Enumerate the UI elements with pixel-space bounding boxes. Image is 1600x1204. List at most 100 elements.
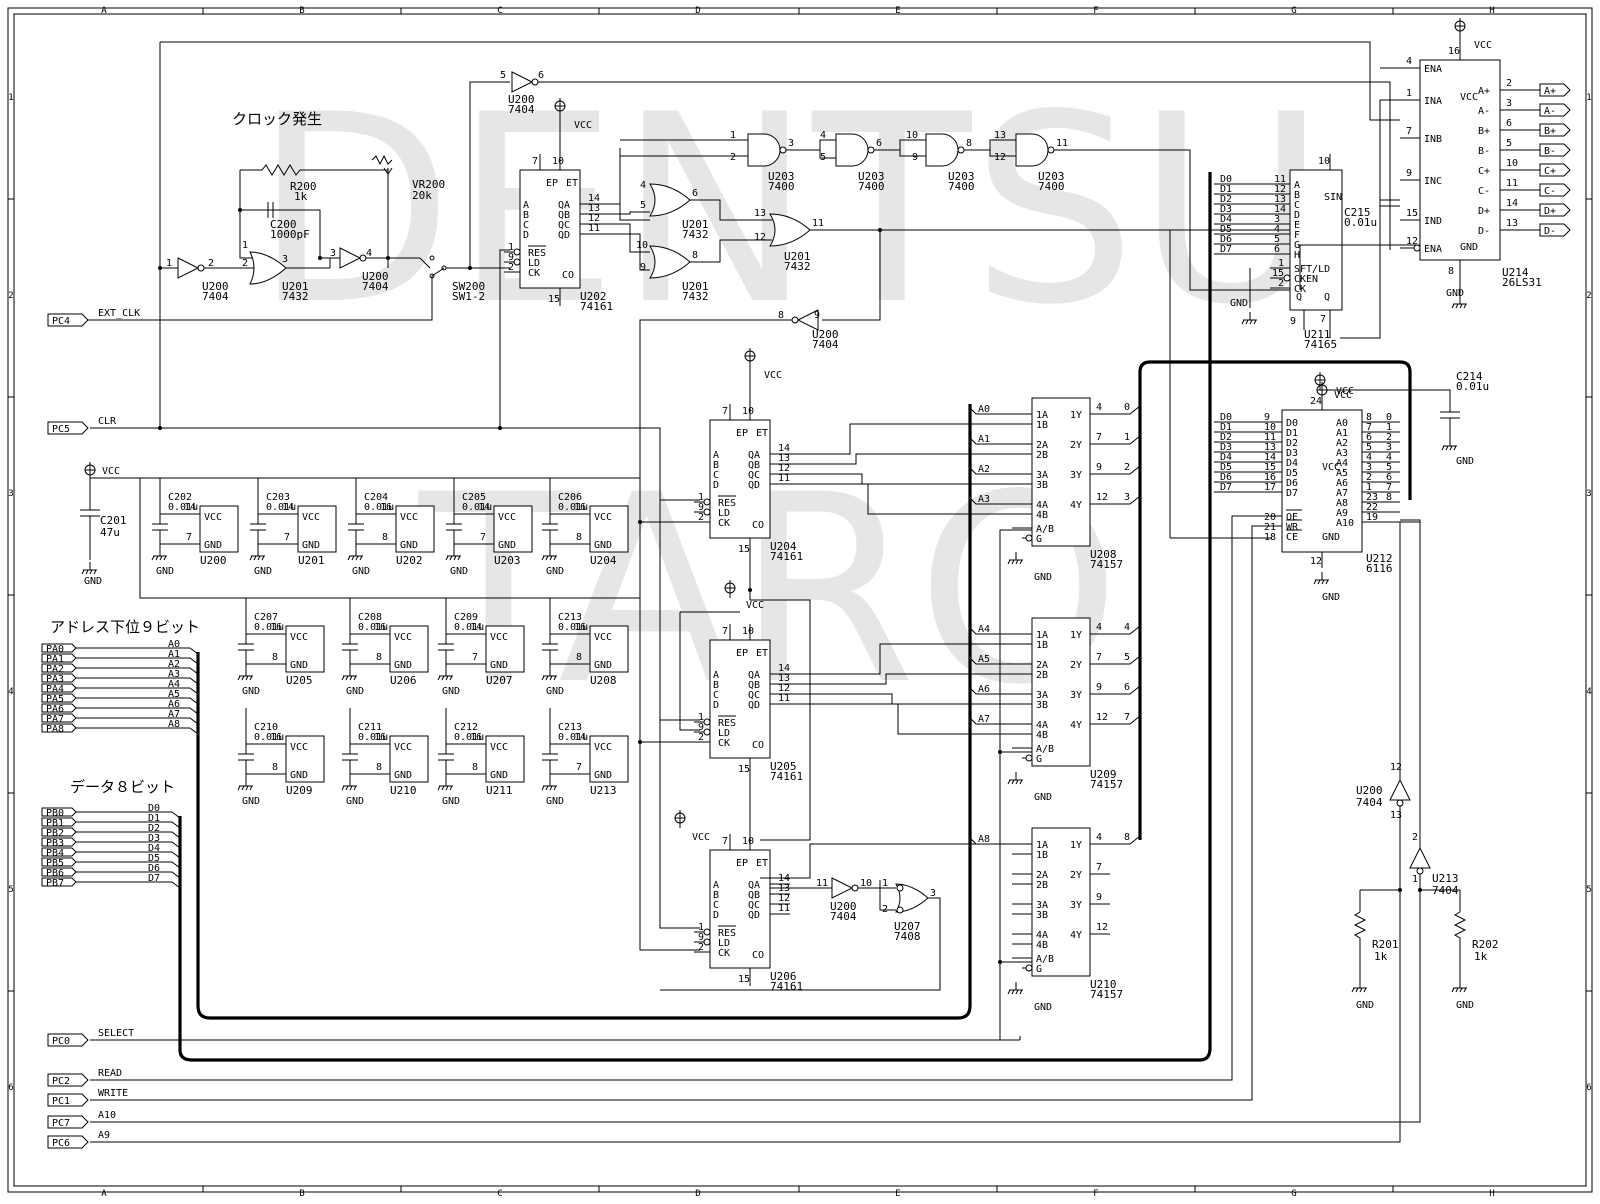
pin-label: ET [756,648,768,659]
pa-port-flag [41,683,77,693]
pin-label: B [713,460,719,471]
data-net-label: D1 [1220,422,1232,433]
cap-value: 0.01u [364,502,394,513]
pin-number: 11 [1274,174,1286,185]
data-net-label: D3 [1220,204,1232,215]
port-flag [47,1073,89,1087]
pin-number: 7 [1320,314,1326,325]
addr-net-label: A8 [978,834,990,845]
pin-number: 6 [1386,472,1392,483]
pin-label: B [523,210,529,221]
u214-line-driver: ENAINAINBINCINDENA41791512A+A+A-A-B+B+B-… [1400,18,1571,309]
pin-label: LD [718,938,730,949]
pin-label: QD [748,480,760,491]
pin-number: 9 [698,502,704,513]
chip-body [1031,397,1091,547]
pin-label: VCC [594,632,612,643]
pin-number: 7 [532,156,538,167]
pin-label: GND [302,540,320,551]
svg-text:7432: 7432 [682,228,709,241]
pin-number: 7 [1096,862,1102,873]
gnd-label: GND [242,686,260,697]
pin-number: 9 [1096,892,1102,903]
u203-nand-2 [835,133,869,167]
vcc-label: VCC [692,832,710,843]
pin-number: 7 [1406,126,1412,137]
out-entry [1110,465,1141,475]
inverter-bubble [851,884,859,892]
pin-label: 3B [1036,480,1048,491]
u200-inverter-6 [1389,778,1411,801]
cap-ref: C207 [254,612,278,623]
data-net-label: D1 [1220,184,1232,195]
chip-ref: U205 [770,760,797,773]
row-marker-right: 6 [1586,1083,1591,1093]
pin-number: 2 [1278,278,1284,289]
pin-label: QC [748,900,760,911]
gnd-lines [1351,980,1367,993]
addr-net-label: A5 [978,654,990,665]
vcc-symbol [724,580,736,598]
pin-label: VCC [1322,462,1340,473]
svg-text:U203: U203 [1038,170,1065,183]
pin-number: 7 [722,406,728,417]
cap-body [342,598,358,672]
wire [620,139,748,157]
pin-label: E [1294,220,1300,231]
pin-label: F [1294,230,1300,241]
svg-text:7400: 7400 [948,180,975,193]
port-flag [47,1115,89,1129]
pin-label: C- [1478,186,1490,197]
output-flag-text: B- [1544,146,1556,157]
chip-body [709,419,771,539]
pc2-port: PC2 [47,1073,89,1087]
pin [246,743,286,775]
addr-entry [969,837,1012,845]
addr-net-label: A0 [168,639,180,650]
pin-number: 9 [1096,462,1102,473]
cap-ref: C204 [364,492,388,503]
svg-text:C215: C215 [1344,206,1371,219]
vcc-symbol [1454,18,1466,36]
pin-label: D- [1478,226,1490,237]
pin-number: 8 [376,652,382,663]
svg-text:13: 13 [1390,810,1402,821]
pin-number: 16 [374,732,386,743]
pin-label: RES [528,248,546,259]
vcc-symbol [1314,372,1326,390]
svg-text:C200: C200 [270,218,297,231]
pin-number: 15 [738,764,750,775]
column-marker-bottom: C [497,1189,502,1199]
pin-label: INB [1424,134,1442,145]
svg-text:6: 6 [876,138,882,149]
svg-text:10: 10 [906,130,918,141]
gnd-label: GND [450,566,468,577]
svg-text:VR200: VR200 [412,178,445,191]
port-labels: PC4EXT_CLKPC5CLRPC0SELECTPC2READPC1WRITE… [47,308,140,1149]
data-net-label: D5 [1220,224,1232,235]
pin-label: D+ [1478,206,1490,217]
pin-label: A9 [1336,508,1348,519]
column-marker-bottom: G [1291,1189,1296,1199]
addr-net-label: A6 [168,699,180,710]
cap-ref: C210 [254,722,278,733]
pin-number: 13 [778,673,790,684]
inverter-bubble [791,316,799,324]
pin [160,513,200,545]
nand-bubble [867,146,875,154]
pin-label: QD [748,700,760,711]
data-net-label: D0 [1220,174,1232,185]
pin [550,513,590,545]
pin-label: ENA [1424,64,1442,75]
wire [822,230,881,321]
bubble [1283,274,1291,282]
addr-entry [969,687,1012,695]
pin-number: 16 [270,622,282,633]
pin-label: VCC [394,742,412,753]
cap-value: 0.01u [168,502,198,513]
pin-number: 5 [1506,138,1512,149]
data-net-label: D1 [148,813,160,824]
